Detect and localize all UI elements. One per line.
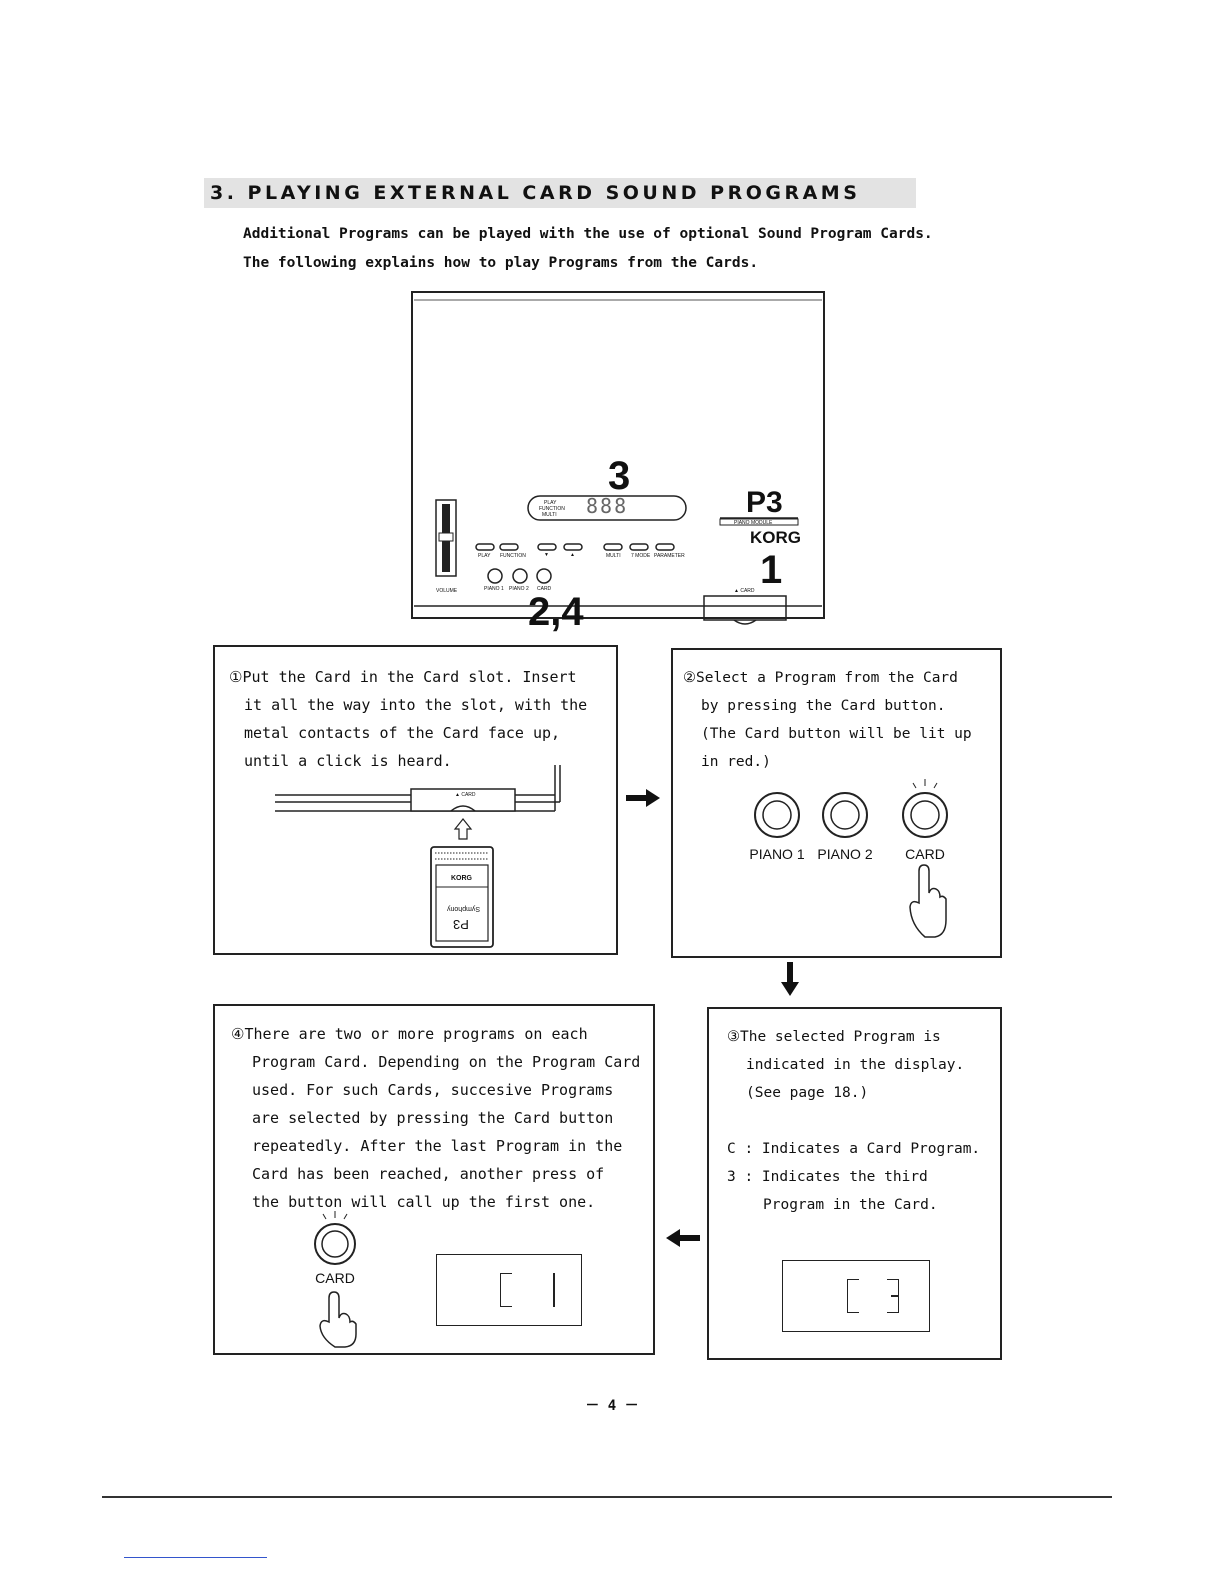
- footer-rule: [102, 1496, 1112, 1498]
- step-3-legend: Program in the Card.: [763, 1197, 938, 1213]
- step-1-line: it all the way into the slot, with the: [244, 696, 588, 714]
- section-title: 3. PLAYING EXTERNAL CARD SOUND PROGRAMS: [204, 178, 916, 208]
- step-4-box: ④There are two or more programs on each …: [213, 1004, 655, 1355]
- segment-c: [847, 1279, 859, 1313]
- volume-label: VOLUME: [436, 588, 458, 594]
- arrow-left-icon: [666, 1229, 700, 1247]
- button-label-down: ▼: [544, 552, 549, 558]
- intro-line-2: The following explains how to play Progr…: [243, 255, 759, 271]
- card-name: P3: [453, 917, 469, 932]
- step-3-legend: C : Indicates a Card Program.: [727, 1141, 981, 1157]
- arrow-right-icon: [626, 789, 660, 807]
- step-1-line: until a click is heard.: [244, 752, 452, 770]
- step-3-display: C 3: [782, 1260, 930, 1332]
- mode-label-play: PLAY: [544, 500, 557, 506]
- korg-logo: KORG: [750, 528, 801, 547]
- button-label-multi: MULTI: [606, 553, 621, 559]
- callout-3: 3: [608, 454, 631, 498]
- callout-2-4: 2,4: [528, 590, 584, 634]
- segment-3-middle: [891, 1295, 899, 1297]
- arrow-down-icon: [781, 962, 799, 996]
- button-label-function: FUNCTION: [500, 553, 526, 559]
- slot-label: ▲ CARD: [455, 792, 476, 798]
- card-button-press-drawing: [314, 1211, 357, 1348]
- step-3-line: (See page 18.): [746, 1085, 869, 1101]
- intro-line-1: Additional Programs can be played with t…: [243, 226, 933, 242]
- device-model: P3: [746, 486, 783, 519]
- step-2-line: by pressing the Card button.: [701, 698, 946, 714]
- step-4-button-label: CARD: [315, 1270, 355, 1286]
- knob-label-piano2: PIANO 2: [509, 586, 529, 592]
- device-display-digits: 888: [586, 494, 629, 518]
- step-1-line: ①Put the Card in the Card slot. Insert: [229, 668, 577, 686]
- step-2-box: ②Select a Program from the Card by press…: [671, 648, 1002, 958]
- button-label-parameter: PARAMETER: [654, 553, 685, 559]
- step-2-line: ②Select a Program from the Card: [683, 670, 958, 686]
- button-label-play: PLAY: [478, 553, 491, 559]
- step-2-buttons-drawing: [754, 779, 948, 938]
- segment-1: [553, 1273, 555, 1307]
- device-drawing: [411, 291, 825, 625]
- step-4-line: Program Card. Depending on the Program C…: [252, 1053, 641, 1071]
- mode-label-multi: MULTI: [542, 512, 557, 518]
- device-model-sub: PIANO MODULE: [734, 520, 773, 526]
- step-1-box: ①Put the Card in the Card slot. Insert i…: [213, 645, 618, 955]
- card-slot-label: ▲ CARD: [734, 588, 755, 594]
- page-number: － 4 －: [585, 1398, 639, 1414]
- step-4-line: are selected by pressing the Card button: [252, 1109, 614, 1127]
- card-insert-drawing: [275, 765, 561, 948]
- step-3-legend: 3 : Indicates the third: [727, 1169, 928, 1185]
- step-3-line: ③The selected Program is: [727, 1029, 941, 1045]
- step-4-line: repeatedly. After the last Program in th…: [252, 1137, 623, 1155]
- knob-label-card: CARD: [537, 586, 552, 592]
- button-label-piano1: PIANO 1: [749, 846, 805, 862]
- step-4-line: the button will call up the first one.: [252, 1193, 596, 1211]
- button-label-up: ▲: [570, 552, 575, 558]
- callout-1: 1: [760, 548, 783, 592]
- step-2-line: (The Card button will be lit up: [701, 726, 972, 742]
- step-2-line: in red.): [701, 754, 771, 770]
- step-3-line: indicated in the display.: [746, 1057, 965, 1073]
- button-label-piano2: PIANO 2: [817, 846, 873, 862]
- step-3-box: ③The selected Program is indicated in th…: [707, 1007, 1002, 1360]
- step-4-line: Card has been reached, another press of: [252, 1165, 605, 1183]
- knob-label-piano1: PIANO 1: [484, 586, 504, 592]
- mode-label-function: FUNCTION: [539, 506, 565, 512]
- step-4-line: used. For such Cards, succesive Programs: [252, 1081, 614, 1099]
- card-sub: Symphony: [447, 905, 481, 912]
- step-4-display: C 1: [436, 1254, 582, 1326]
- card-brand: KORG: [451, 875, 472, 882]
- footer-link-underline: [124, 1557, 267, 1558]
- button-label-card: CARD: [905, 846, 945, 862]
- step-1-line: metal contacts of the Card face up,: [244, 724, 561, 742]
- button-label-mode: 7 MODE: [631, 553, 651, 559]
- step-4-line: ④There are two or more programs on each: [231, 1025, 588, 1043]
- device-illustration: PLAY FUNCTION MULTI 888 PLAY FUNCTION ▼ …: [408, 288, 828, 633]
- segment-c: [500, 1273, 512, 1307]
